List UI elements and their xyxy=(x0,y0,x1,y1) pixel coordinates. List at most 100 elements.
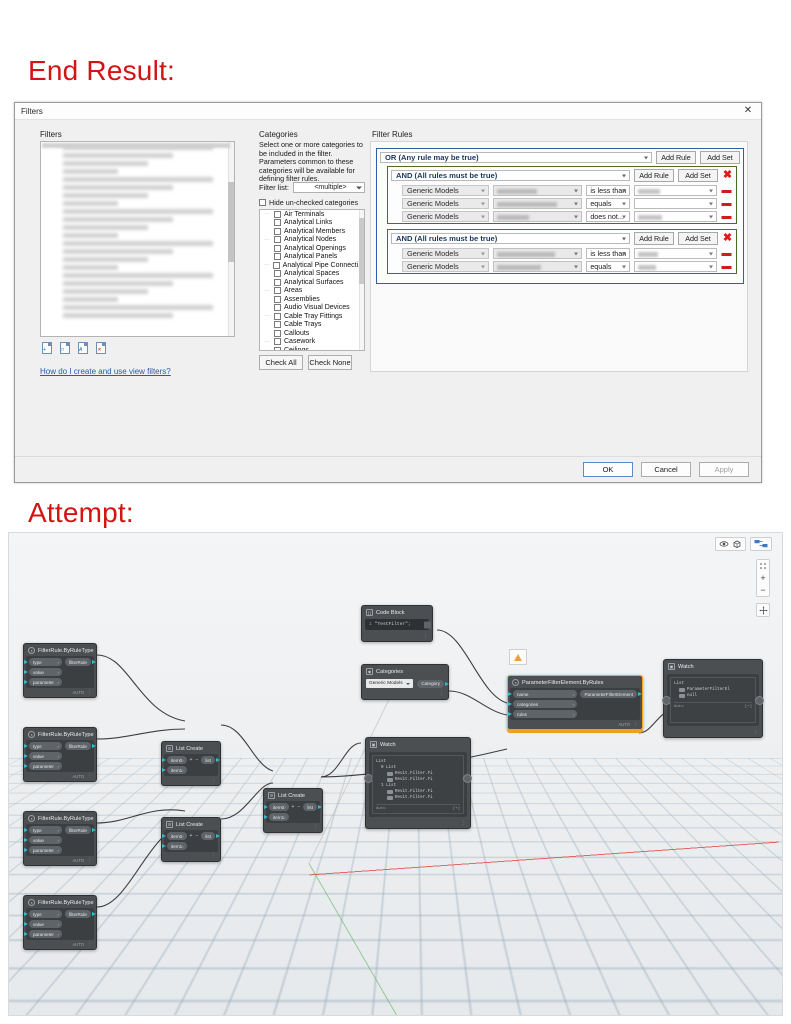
rule-parameter-select[interactable] xyxy=(493,261,583,272)
code-block-editor[interactable]: 1"TestFilter"; xyxy=(365,619,431,630)
filters-list[interactable] xyxy=(40,141,235,337)
and-group-select[interactable]: AND (All rules must be true) xyxy=(391,233,630,244)
add-item-button[interactable]: + xyxy=(291,804,295,810)
rule-parameter-select[interactable] xyxy=(493,248,583,259)
input-port[interactable]: item1› xyxy=(264,813,289,821)
output-port[interactable]: Category xyxy=(417,679,449,688)
filter-list-item[interactable] xyxy=(63,305,213,310)
filter-list-item[interactable] xyxy=(63,241,213,246)
input-port[interactable]: value› xyxy=(24,836,62,844)
node-menu-icon[interactable]: ⋮ xyxy=(87,689,92,695)
input-port[interactable]: categories› xyxy=(508,700,578,708)
input-port[interactable]: type› xyxy=(24,910,62,918)
category-checkbox[interactable] xyxy=(274,270,281,278)
rename-filter-icon[interactable]: A xyxy=(78,342,88,354)
node-header[interactable]: ◑ParameterFilterElement.ByRules xyxy=(508,676,642,688)
category-checkbox[interactable] xyxy=(274,244,281,252)
rule-parameter-select[interactable] xyxy=(493,211,583,222)
category-checkbox[interactable] xyxy=(274,304,281,312)
node-menu-icon[interactable]: ⋮ xyxy=(211,777,216,783)
node-header[interactable]: ◑FilterRule.ByRuleType xyxy=(24,812,96,824)
filter-list-item[interactable] xyxy=(63,249,173,254)
node-header[interactable]: ☰List Create xyxy=(162,742,220,754)
category-checkbox[interactable] xyxy=(274,329,281,337)
rule-operator-select[interactable]: does not... xyxy=(586,211,630,222)
check-all-button[interactable]: Check All xyxy=(259,355,303,370)
output-port[interactable]: filterRule xyxy=(64,826,96,834)
node-menu-icon[interactable]: ⋮ xyxy=(313,824,318,830)
watch-expand-icon[interactable]: [+] xyxy=(452,807,460,811)
node-header[interactable]: ◆Categories xyxy=(362,665,448,677)
input-port[interactable]: parameter› xyxy=(24,678,62,686)
view-filters-help-link[interactable]: How do I create and use view filters? xyxy=(40,367,171,376)
filter-list-item[interactable] xyxy=(63,169,118,174)
new-filter-icon[interactable]: + xyxy=(42,342,52,354)
cancel-button[interactable]: Cancel xyxy=(641,462,691,477)
hide-unchecked-categories-checkbox[interactable]: Hide un-checked categories xyxy=(259,198,358,207)
filter-list-item[interactable] xyxy=(63,273,213,278)
input-port[interactable]: value› xyxy=(24,752,62,760)
filter-list-item[interactable] xyxy=(63,225,148,230)
filter-list-item[interactable] xyxy=(63,297,118,302)
filter-list-item[interactable] xyxy=(63,201,118,206)
category-row[interactable]: Analytical Links xyxy=(260,219,364,228)
node-header[interactable]: ◑FilterRule.ByRuleType xyxy=(24,896,96,908)
rule-operator-select[interactable]: equals xyxy=(586,198,630,209)
rule-parameter-select[interactable] xyxy=(493,198,583,209)
category-row[interactable]: Audio Visual Devices xyxy=(260,304,364,313)
warning-triangle-icon[interactable] xyxy=(509,649,527,665)
node-header[interactable]: ◑FilterRule.ByRuleType xyxy=(24,644,96,656)
orbit-icon[interactable] xyxy=(719,539,729,549)
input-port[interactable]: value› xyxy=(24,668,62,676)
output-port[interactable]: list xyxy=(303,803,322,811)
category-checkbox[interactable] xyxy=(274,346,281,350)
output-port[interactable] xyxy=(463,774,472,783)
and-add-set-button[interactable]: Add Set xyxy=(678,169,718,182)
category-checkbox[interactable] xyxy=(274,295,281,303)
category-checkbox[interactable] xyxy=(274,338,281,346)
output-port[interactable]: list xyxy=(201,832,220,840)
category-row[interactable]: Assemblies xyxy=(260,295,364,304)
category-row[interactable]: Analytical Spaces xyxy=(260,270,364,279)
rule-value-input[interactable] xyxy=(633,211,718,222)
and-add-rule-button[interactable]: Add Rule xyxy=(634,232,674,245)
node-menu-icon[interactable]: ⋮ xyxy=(423,633,428,639)
rule-operator-select[interactable]: is less than xyxy=(586,185,630,196)
rule-category-select[interactable]: Generic Models xyxy=(402,261,490,272)
category-row[interactable]: ···Air Terminals xyxy=(260,210,364,219)
filter-list-item[interactable] xyxy=(63,209,213,214)
input-port[interactable]: type› xyxy=(24,742,62,750)
filters-list-scroll-thumb[interactable] xyxy=(228,182,234,262)
apply-button[interactable]: Apply xyxy=(699,462,749,477)
filter-list-item[interactable] xyxy=(63,313,173,318)
input-port[interactable]: item0› xyxy=(162,832,187,840)
node-execution-mode[interactable]: AUTO xyxy=(618,721,630,727)
zoom-out-button[interactable]: − xyxy=(760,585,766,595)
dynamo-canvas[interactable]: + − ◑FilterRule.ByRuleType type› value› par… xyxy=(8,532,783,1016)
filter-list-select[interactable]: <multiple> xyxy=(293,182,365,193)
category-row[interactable]: Ceilings xyxy=(260,346,364,350)
input-port[interactable]: type› xyxy=(24,826,62,834)
remove-item-button[interactable]: − xyxy=(195,757,199,763)
or-group-select[interactable]: OR (Any rule may be true) xyxy=(380,152,652,163)
node-execution-mode[interactable]: AUTO xyxy=(72,941,84,947)
node-menu-icon[interactable]: ⋮ xyxy=(87,857,92,863)
category-row[interactable]: Cable Trays xyxy=(260,321,364,330)
rule-parameter-select[interactable] xyxy=(493,185,583,196)
input-port[interactable]: item1› xyxy=(162,842,187,850)
input-port[interactable]: item0› xyxy=(264,803,289,811)
filter-list-item[interactable] xyxy=(63,153,173,158)
rule-category-select[interactable]: Generic Models xyxy=(402,248,490,259)
filter-list-item[interactable] xyxy=(63,265,118,270)
category-checkbox[interactable] xyxy=(274,321,281,329)
input-port[interactable]: parameter› xyxy=(24,846,62,854)
delete-filter-icon[interactable]: ✕ xyxy=(96,342,106,354)
zoom-to-fit-icon[interactable] xyxy=(759,562,767,570)
rule-category-select[interactable]: Generic Models xyxy=(402,211,490,222)
check-none-button[interactable]: Check None xyxy=(308,355,352,370)
filter-list-item[interactable] xyxy=(63,177,213,182)
input-port[interactable]: value› xyxy=(24,920,62,928)
categories-scroll-thumb[interactable] xyxy=(359,218,364,284)
output-port[interactable] xyxy=(755,696,764,705)
